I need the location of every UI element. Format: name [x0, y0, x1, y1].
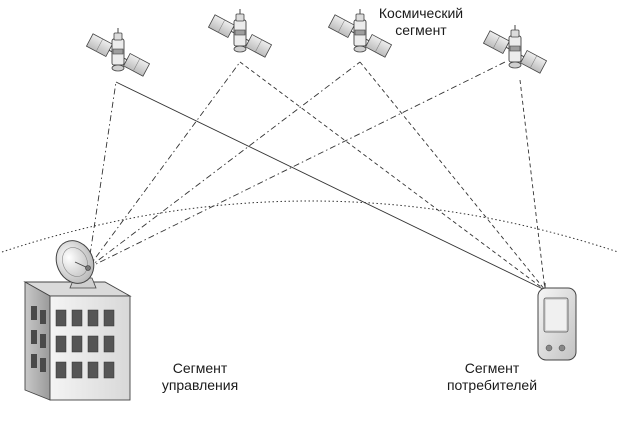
uplink-line: [87, 61, 241, 269]
control-segment-line2: управления: [161, 377, 239, 393]
space-segment-label: Космический сегмент: [371, 5, 471, 39]
control-segment-line1: Сегмент: [172, 360, 228, 376]
downlink-line: [519, 79, 546, 291]
user-segment-line2: потребителей: [446, 377, 538, 393]
uplink-line: [87, 61, 361, 269]
horizon-arc: [1, 200, 619, 253]
control-uplinks: [87, 61, 506, 269]
downlink-line: [115, 81, 546, 291]
uplink-line: [87, 81, 117, 269]
downlink-line: [359, 61, 546, 291]
dish-antenna-icon: [55, 240, 97, 289]
satellite-icon: [85, 27, 151, 77]
uplink-line: [87, 61, 506, 269]
space-segment-line1: Космический: [378, 5, 464, 21]
user-downlinks: [115, 61, 546, 291]
space-segment-line2: сегмент: [395, 22, 447, 38]
user-segment-label: Сегмент потребителей: [432, 360, 552, 394]
ground-station-icon: [23, 281, 132, 401]
user-segment-line1: Сегмент: [464, 360, 520, 376]
control-segment-label: Сегмент управления: [145, 360, 255, 394]
satellite-icon: [207, 8, 273, 58]
handheld-receiver-icon: [537, 283, 577, 361]
downlink-line: [239, 61, 546, 291]
satellite-icon: [482, 24, 548, 74]
